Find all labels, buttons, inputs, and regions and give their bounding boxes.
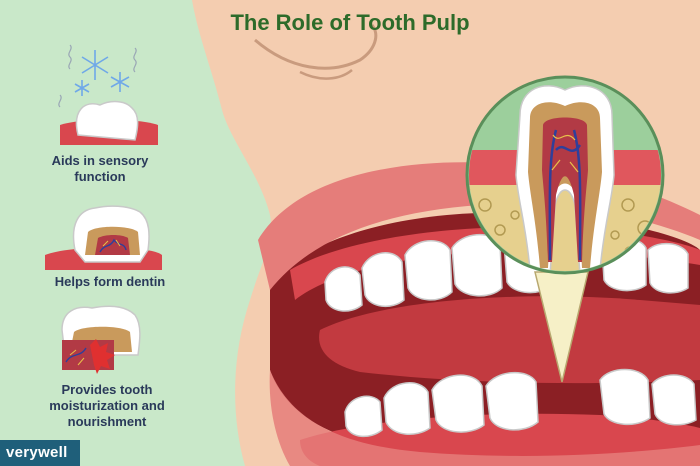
cs-vessels bbox=[551, 134, 579, 173]
nose-contour bbox=[254, 24, 378, 70]
upper-tooth bbox=[324, 266, 363, 312]
caption-sensory: Aids in sensory function bbox=[51, 153, 149, 184]
upper-tooth bbox=[361, 252, 405, 307]
lower-tooth bbox=[599, 368, 651, 426]
cs-nerves bbox=[548, 129, 582, 261]
caption-dentin: Helps form dentin bbox=[54, 274, 166, 289]
lower-tooth bbox=[344, 395, 383, 438]
cs-pulp bbox=[542, 117, 588, 262]
moisture-drops bbox=[90, 339, 115, 374]
lower-tooth bbox=[651, 374, 697, 426]
upper-tooth bbox=[451, 233, 503, 297]
brand-strip bbox=[0, 440, 80, 466]
sensation-lines bbox=[58, 44, 137, 108]
sensory-tooth-icon bbox=[58, 44, 158, 145]
brand-logo: verywell bbox=[6, 444, 68, 461]
caption-nourishment: Provides tooth moisturization and nouris… bbox=[49, 382, 165, 429]
pulp-core bbox=[95, 235, 130, 255]
tongue bbox=[319, 296, 700, 384]
tooth-crown bbox=[75, 100, 139, 141]
lower-tooth bbox=[485, 371, 539, 431]
page-title: The Role of Tooth Pulp bbox=[230, 10, 470, 35]
upper-tooth bbox=[647, 242, 689, 294]
lower-tooth bbox=[383, 382, 431, 435]
snowflake-icon bbox=[74, 50, 130, 96]
lower-teeth bbox=[344, 368, 697, 438]
upper-tooth bbox=[404, 240, 453, 301]
upper-teeth bbox=[324, 232, 689, 312]
nourishment-tooth-icon bbox=[61, 305, 141, 374]
dentin-tooth-icon bbox=[45, 205, 162, 270]
lower-tooth bbox=[431, 374, 485, 433]
nostril bbox=[299, 69, 353, 80]
lower-lip bbox=[269, 370, 700, 466]
